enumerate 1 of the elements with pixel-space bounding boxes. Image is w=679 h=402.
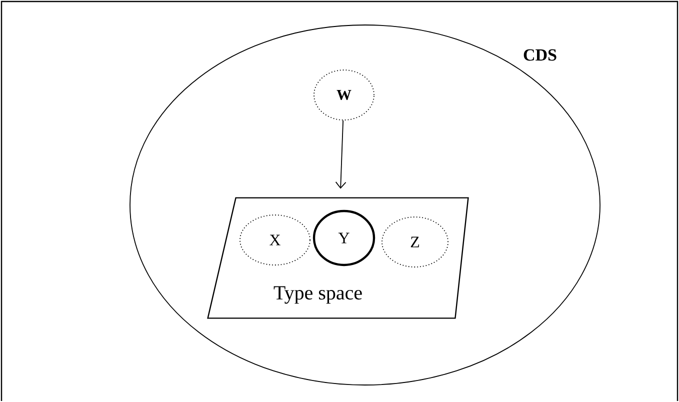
arrow [335,120,346,189]
